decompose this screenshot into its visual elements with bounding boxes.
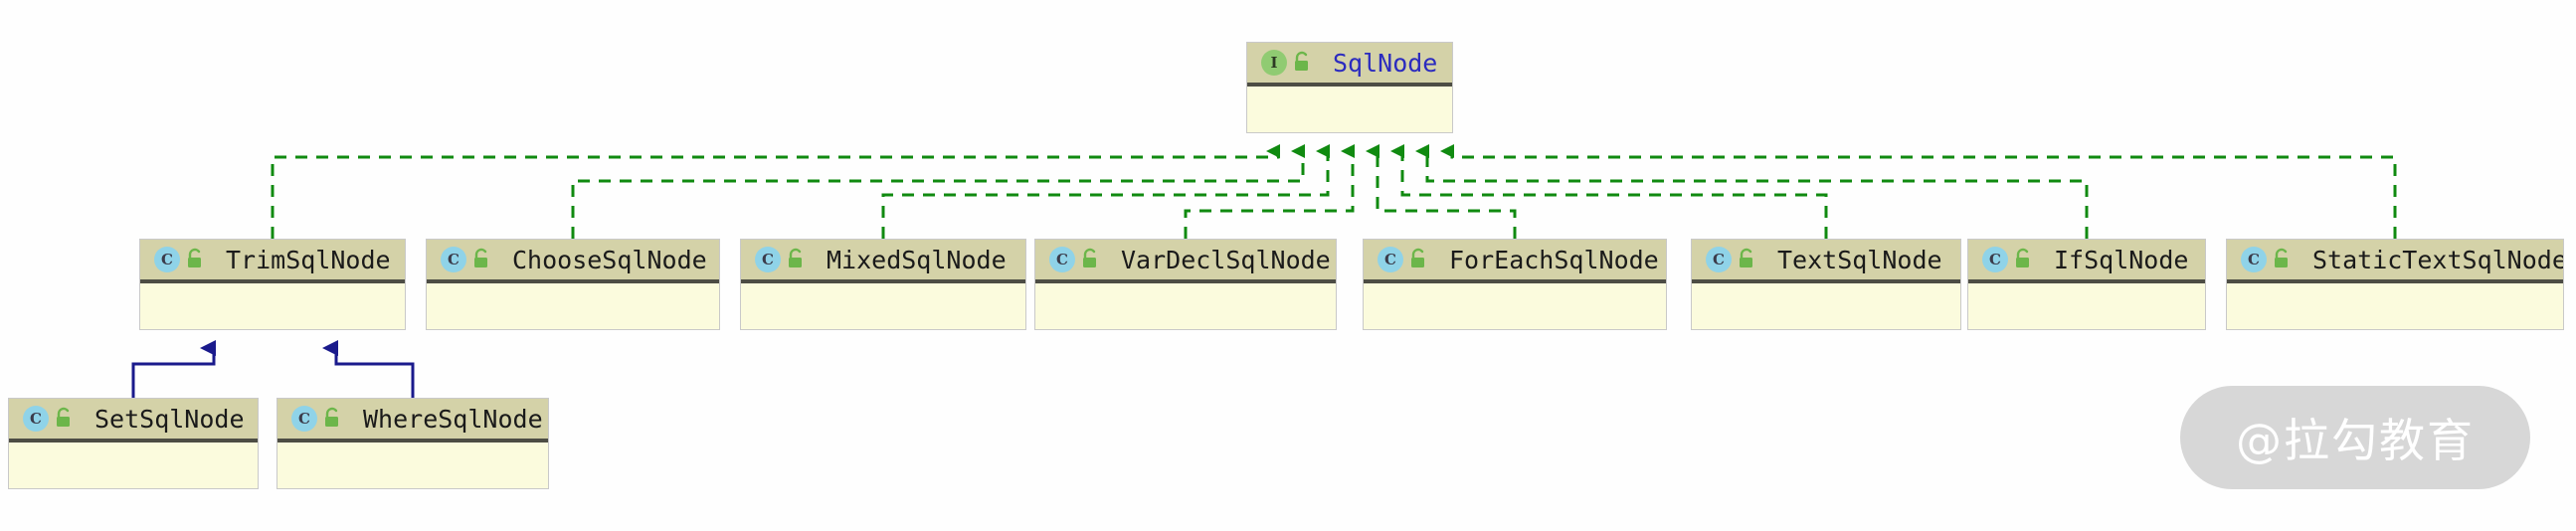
unlock-icon: [785, 248, 813, 271]
uml-node-title: TrimSqlNode: [226, 245, 391, 274]
uml-node-header: C ForEachSqlNode: [1364, 240, 1666, 283]
uml-node-title: VarDeclSqlNode: [1121, 245, 1331, 274]
uml-node-header: C TrimSqlNode: [140, 240, 405, 283]
uml-node-members: [1035, 283, 1336, 327]
uml-node-members: [1364, 283, 1666, 327]
uml-node-members: [9, 442, 258, 486]
uml-node-header: C StaticTextSqlNode: [2227, 240, 2563, 283]
edge-if-to-sqlnode: [1415, 144, 2089, 239]
uml-node-where[interactable]: C WhereSqlNode: [276, 398, 549, 489]
edge-set-to-trim: [131, 340, 216, 398]
uml-node-text[interactable]: C TextSqlNode: [1691, 239, 1961, 330]
edge-trim-to-sqlnode: [271, 144, 1280, 239]
uml-node-header: C IfSqlNode: [1968, 240, 2205, 283]
edge-foreach-to-sqlnode: [1366, 144, 1517, 239]
uml-node-trim[interactable]: C TrimSqlNode: [139, 239, 406, 330]
unlock-icon: [53, 407, 81, 431]
edge-mixed-to-sqlnode: [881, 144, 1330, 239]
uml-node-members: [1247, 87, 1452, 130]
edge-statictext-to-sqlnode: [1440, 144, 2397, 239]
uml-node-header: I SqlNode: [1247, 43, 1452, 87]
uml-node-members: [2227, 283, 2563, 327]
unlock-icon: [321, 407, 349, 431]
generalization-edges: [131, 340, 415, 398]
unlock-icon: [1736, 248, 1763, 271]
uml-node-members: [1692, 283, 1960, 327]
edge-choose-to-sqlnode: [571, 144, 1305, 239]
class-icon: C: [1049, 247, 1075, 272]
class-icon: C: [154, 247, 180, 272]
class-icon: C: [1706, 247, 1732, 272]
uml-node-title: WhereSqlNode: [363, 404, 543, 434]
uml-node-title: TextSqlNode: [1777, 245, 1942, 274]
uml-node-choose[interactable]: C ChooseSqlNode: [426, 239, 720, 330]
unlock-icon: [2271, 248, 2299, 271]
uml-node-if[interactable]: C IfSqlNode: [1967, 239, 2206, 330]
uml-node-title: ChooseSqlNode: [512, 245, 707, 274]
class-icon: C: [1982, 247, 2008, 272]
uml-node-title: StaticTextSqlNode: [2312, 245, 2563, 274]
uml-node-header: C MixedSqlNode: [741, 240, 1025, 283]
unlock-icon: [1407, 248, 1435, 271]
uml-node-members: [140, 283, 405, 327]
uml-node-title: SqlNode: [1333, 48, 1438, 78]
uml-node-members: [741, 283, 1025, 327]
class-icon: C: [441, 247, 466, 272]
uml-node-header: C TextSqlNode: [1692, 240, 1960, 283]
uml-node-foreach[interactable]: C ForEachSqlNode: [1363, 239, 1667, 330]
uml-node-statictext[interactable]: C StaticTextSqlNode: [2226, 239, 2564, 330]
uml-node-header: C ChooseSqlNode: [427, 240, 719, 283]
uml-node-header: C WhereSqlNode: [277, 399, 548, 442]
uml-node-header: C VarDeclSqlNode: [1035, 240, 1336, 283]
edge-where-to-trim: [322, 340, 415, 398]
uml-node-title: SetSqlNode: [94, 404, 245, 434]
uml-node-members: [1968, 283, 2205, 327]
watermark-text: @拉勾教育: [2236, 414, 2475, 467]
uml-node-members: [427, 283, 719, 327]
class-icon: C: [23, 406, 49, 432]
uml-node-mixed[interactable]: C MixedSqlNode: [740, 239, 1026, 330]
unlock-icon: [470, 248, 498, 271]
class-icon: C: [1378, 247, 1403, 272]
uml-node-title: IfSqlNode: [2054, 245, 2189, 274]
uml-node-title: MixedSqlNode: [827, 245, 1007, 274]
edge-vardecl-to-sqlnode: [1184, 144, 1355, 239]
uml-node-sqlnode[interactable]: I SqlNode: [1246, 42, 1453, 133]
uml-node-header: C SetSqlNode: [9, 399, 258, 442]
interface-icon: I: [1261, 50, 1287, 76]
edge-text-to-sqlnode: [1390, 144, 1828, 239]
watermark: @拉勾教育: [2180, 386, 2530, 489]
class-icon: C: [291, 406, 317, 432]
unlock-icon: [1291, 51, 1319, 75]
class-icon: C: [755, 247, 781, 272]
uml-node-members: [277, 442, 548, 486]
unlock-icon: [1079, 248, 1107, 271]
uml-node-title: ForEachSqlNode: [1449, 245, 1659, 274]
unlock-icon: [184, 248, 212, 271]
realization-edges: [271, 144, 2397, 239]
unlock-icon: [2012, 248, 2040, 271]
class-icon: C: [2241, 247, 2267, 272]
uml-node-vardecl[interactable]: C VarDeclSqlNode: [1034, 239, 1337, 330]
uml-node-set[interactable]: C SetSqlNode: [8, 398, 259, 489]
